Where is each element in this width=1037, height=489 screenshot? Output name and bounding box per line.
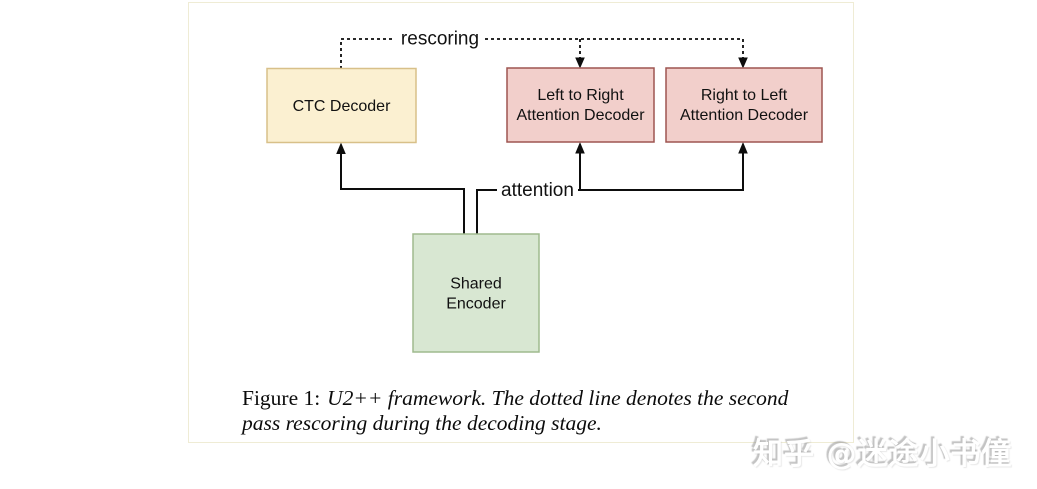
shared-encoder-box: Shared Encoder: [412, 233, 540, 353]
arrowhead-up-left-to-right-decoder: [575, 142, 585, 154]
right-to-left-decoder-label-line1: Right to Left: [701, 87, 788, 104]
encoder-to-attention-decoders-line: [476, 153, 744, 234]
shared-encoder-label-line2: Encoder: [446, 296, 506, 313]
rescoring-label: rescoring: [401, 29, 479, 50]
rescoring-label-background: [395, 29, 485, 48]
rescoring-dashed-line: [340, 38, 744, 69]
ctc-decoder-label: CTC Decoder: [293, 98, 391, 115]
arrowhead-up-ctc-decoder: [336, 142, 346, 154]
attention-label-background: [497, 181, 578, 199]
left-to-right-decoder-label-line2: Attention Decoder: [516, 107, 645, 124]
left-to-right-attention-decoder-box: Left to Right Attention Decoder: [506, 67, 655, 143]
encoder-to-ctc-line: [340, 154, 465, 234]
figure-caption: Figure 1:U2++ framework. The dotted line…: [242, 386, 788, 436]
caption-line2: pass rescoring during the decoding stage…: [242, 411, 602, 435]
ctc-decoder-box: CTC Decoder: [266, 67, 417, 144]
caption-figure-number: Figure 1:: [242, 386, 321, 410]
attention-label: attention: [501, 180, 574, 201]
arrowhead-down-left-to-right-decoder: [575, 57, 585, 69]
left-to-right-decoder-label-line1: Left to Right: [537, 87, 624, 104]
right-to-left-attention-decoder-box: Right to Left Attention Decoder: [665, 67, 823, 143]
caption-text-line1: U2++ framework. The dotted line denotes …: [327, 386, 789, 410]
caption-line1: Figure 1:U2++ framework. The dotted line…: [242, 386, 788, 411]
zhihu-watermark: 知乎 @迷途小书僮: [753, 437, 1013, 472]
right-to-left-decoder-label-line2: Attention Decoder: [680, 107, 809, 124]
shared-encoder-label-line1: Shared: [450, 276, 502, 293]
arrowhead-up-right-to-left-decoder: [738, 142, 748, 154]
arrowhead-down-right-to-left-decoder: [738, 57, 748, 69]
